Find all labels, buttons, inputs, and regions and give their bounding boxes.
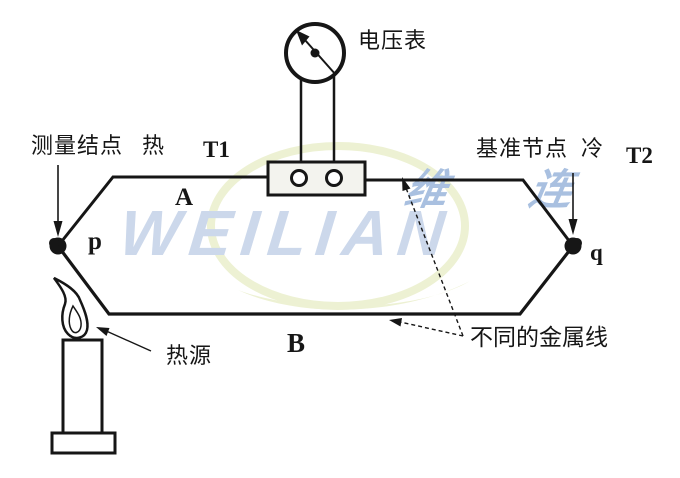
wire-a-right-segment [365,178,575,247]
wire-b-label: B [287,328,306,358]
junction-q-dot [564,237,582,255]
measure-junction-label: 测量结点 [31,134,124,159]
wire-a-left-segment [56,175,268,247]
junction-p-dot [49,237,67,255]
point-p-label: p [88,228,102,255]
point-q-label: q [590,240,603,265]
watermark-ring [207,142,469,310]
wire-a-label: A [175,184,194,211]
measure-junction-arrow [53,165,63,237]
flame-icon [52,276,89,340]
ref-junction-label: 基准节点 [476,137,569,162]
heat-source-arrow [96,327,152,352]
t2-label: T2 [626,143,653,168]
cold-label: 冷 [581,137,605,162]
terminal-block [266,160,367,197]
different-metal-wires-label: 不同的金属线 [470,325,608,351]
wire-b [56,245,575,316]
metal-wires-arrow-bottom [389,318,464,337]
hot-label: 热 [142,134,166,159]
candle-icon [50,276,117,455]
ref-junction-arrow [568,173,578,235]
t1-label: T1 [203,137,230,162]
voltmeter-label: 电压表 [358,29,428,54]
heat-source-label: 热源 [166,344,213,369]
metal-wires-arrow-top [402,177,464,337]
voltmeter-icon [284,22,346,171]
